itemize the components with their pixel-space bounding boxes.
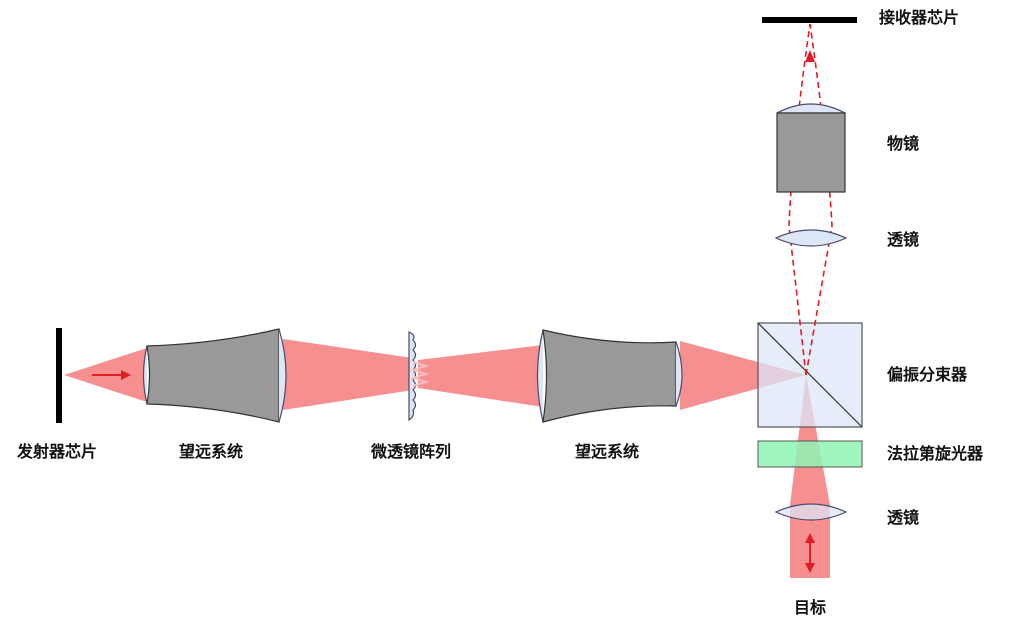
label-emitter-chip: 发射器芯片 (16, 442, 97, 461)
label-receiver-chip: 接收器芯片 (879, 8, 959, 27)
label-faraday-rotator: 法拉第旋光器 (887, 444, 984, 463)
beam-path (64, 339, 830, 578)
label-objective: 物镜 (887, 134, 919, 153)
label-telescope-1: 望远系统 (179, 442, 243, 461)
microlens-array (408, 331, 430, 422)
beam-telescope-to-splitter (680, 341, 806, 410)
target-bidirectional-arrow (805, 533, 815, 573)
label-target: 目标 (794, 598, 826, 617)
return-beam-arrow-up (805, 50, 815, 62)
objective-lens (776, 103, 846, 193)
receiver-chip (762, 17, 857, 23)
return-beam-dashed (788, 23, 833, 376)
label-telescope-2: 望远系统 (575, 442, 639, 461)
label-polarizing-beam-splitter: 偏振分束器 (887, 365, 968, 384)
faraday-rotator (757, 440, 863, 468)
telescope-system-1 (142, 328, 287, 423)
label-lens-upper: 透镜 (887, 230, 919, 249)
lens-upper (774, 229, 848, 247)
beam-microlens-out (418, 345, 543, 407)
emitter-chip (56, 328, 62, 423)
lens-lower (774, 503, 848, 521)
beam-telescope-to-microlens (283, 339, 413, 410)
polarizing-beam-splitter (757, 322, 863, 428)
label-lens-lower: 透镜 (887, 508, 919, 527)
telescope-system-2 (536, 329, 683, 423)
label-microlens-array: 微透镜阵列 (370, 442, 451, 461)
beam-direction-arrow-right (92, 370, 131, 380)
